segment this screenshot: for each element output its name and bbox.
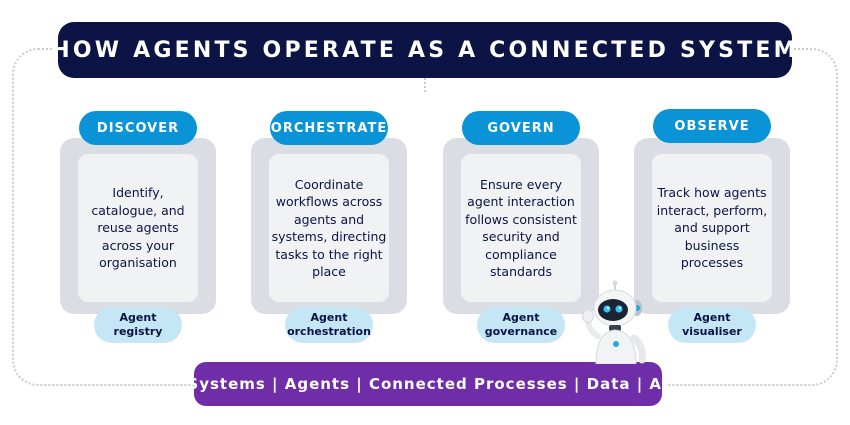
badge-line: Agent xyxy=(693,311,731,324)
title-banner: HOW AGENTS OPERATE AS A CONNECTED SYSTEM xyxy=(51,22,796,78)
card-observe: Track how agents interact, perform, and … xyxy=(634,138,790,314)
card-orchestrate-description: Coordinate workflows across agents and s… xyxy=(269,154,389,302)
connector-dots xyxy=(424,78,428,92)
badge-line: visualiser xyxy=(682,325,742,338)
card-orchestrate: Coordinate workflows across agents and s… xyxy=(251,138,407,314)
pill-discover: DISCOVER xyxy=(79,111,197,145)
badge-line: governance xyxy=(484,325,558,338)
badge-line: registry xyxy=(113,325,163,338)
robot-mascot-icon xyxy=(582,280,646,364)
pill-observe: OBSERVE xyxy=(653,109,771,143)
page-title: HOW AGENTS OPERATE AS A CONNECTED SYSTEM xyxy=(51,37,799,63)
badge-agent-orchestration: Agent orchestration xyxy=(285,307,373,343)
badge-line: Agent xyxy=(119,311,157,324)
card-govern-description: Ensure every agent interaction follows c… xyxy=(461,154,581,302)
badge-line: Agent xyxy=(502,311,540,324)
card-discover: Identify, catalogue, and reuse agents ac… xyxy=(60,138,216,314)
pill-orchestrate: ORCHESTRATE xyxy=(270,111,388,145)
badge-line: Agent xyxy=(310,311,348,324)
pill-govern: GOVERN xyxy=(462,111,580,145)
badge-agent-registry: Agent registry xyxy=(94,307,182,343)
card-observe-description: Track how agents interact, perform, and … xyxy=(652,154,772,302)
badge-line: orchestration xyxy=(287,325,371,338)
card-discover-description: Identify, catalogue, and reuse agents ac… xyxy=(78,154,198,302)
badge-agent-visualiser: Agent visualiser xyxy=(668,307,756,343)
badge-agent-governance: Agent governance xyxy=(477,307,565,343)
foundation-label: Systems | Agents | Connected Processes |… xyxy=(187,375,669,393)
card-govern: Ensure every agent interaction follows c… xyxy=(443,138,599,314)
foundation-bar: Systems | Agents | Connected Processes |… xyxy=(187,362,668,406)
